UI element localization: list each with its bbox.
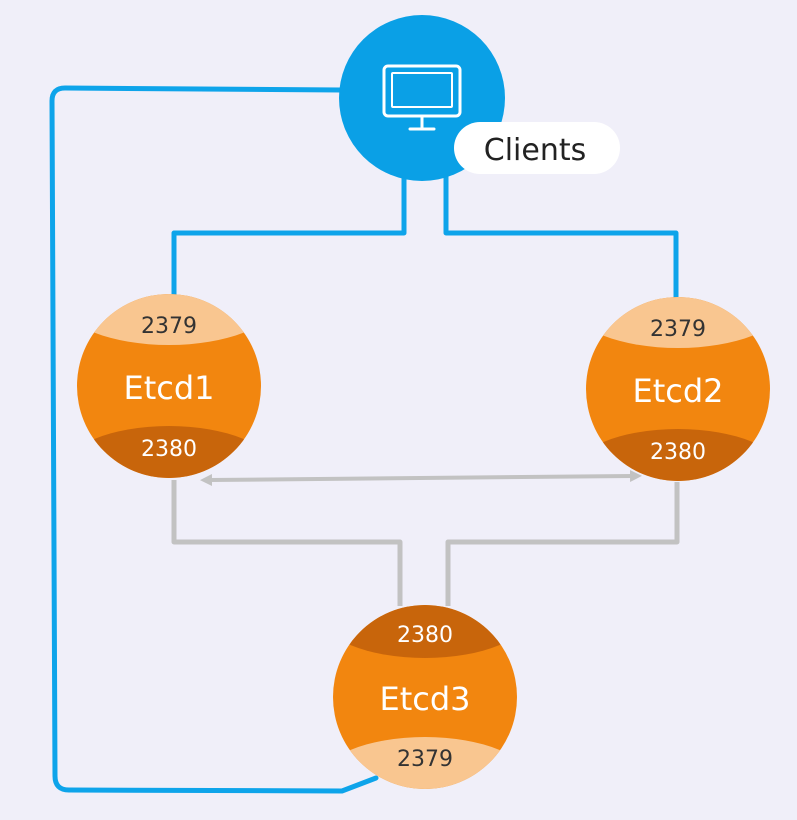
etcd3-node: 2380 Etcd3 2379	[333, 605, 517, 789]
edge-clients-etcd3	[49, 85, 379, 794]
etcd2-peer-port-cap	[586, 429, 770, 481]
etcd3-client-port-cap	[333, 737, 517, 789]
etcd1-client-port-cap	[77, 294, 261, 345]
edge-clients-etcd1	[171, 175, 407, 298]
clients-node: Clients	[339, 15, 620, 181]
etcd3-peer-port: 2380	[397, 623, 453, 648]
etcd2-name: Etcd2	[632, 372, 723, 410]
monitor-icon	[382, 64, 462, 131]
client-edges	[49, 85, 679, 794]
edge-etcd1-etcd2-bidirectional	[200, 470, 642, 486]
etcd1-name: Etcd1	[123, 369, 214, 407]
etcd2-peer-port: 2380	[650, 440, 706, 465]
edge-clients-etcd2	[443, 172, 679, 301]
etcd2-node: 2379 Etcd2 2380	[586, 297, 770, 481]
etcd2-client-port: 2379	[650, 317, 706, 342]
clients-label-pill	[454, 122, 620, 174]
etcd3-name: Etcd3	[379, 680, 470, 718]
edge-etcd1-etcd3	[171, 480, 403, 606]
etcd3-peer-port-cap	[333, 605, 517, 658]
etcd1-peer-port-cap	[77, 426, 261, 478]
edge-etcd2-etcd3	[445, 482, 680, 606]
etcd2-client-port-cap	[586, 297, 770, 348]
clients-label: Clients	[484, 133, 586, 168]
peer-edges	[171, 470, 680, 606]
etcd1-peer-port: 2380	[141, 437, 197, 462]
etcd3-client-port: 2379	[397, 747, 453, 772]
etcd1-client-port: 2379	[141, 314, 197, 339]
etcd1-node: 2379 Etcd1 2380	[77, 294, 261, 478]
